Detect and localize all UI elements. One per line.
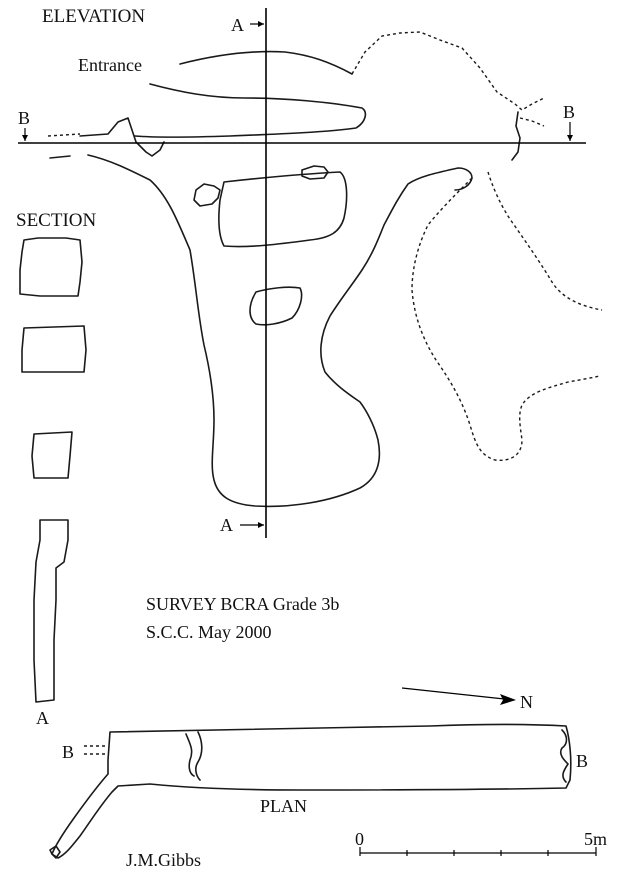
- plan-b-right-label: B: [576, 751, 588, 771]
- elevation-boulder-small: [193, 183, 221, 207]
- elevation-boulder-large: [218, 171, 348, 248]
- north-label: N: [520, 692, 533, 712]
- plan-end-detail: [559, 729, 569, 783]
- elevation-right-small-dashed: [519, 117, 545, 127]
- section-profile-2: [21, 325, 87, 373]
- section-b-left-label: B: [18, 108, 30, 128]
- section-a-top-label: A: [231, 15, 244, 35]
- north-arrowhead: [500, 694, 516, 705]
- elevation-entrance-floor: [79, 117, 165, 157]
- entrance-label: Entrance: [78, 55, 142, 75]
- plan-b-left-dashed: [84, 745, 108, 755]
- plan-entrance-scribble: [49, 845, 61, 859]
- north-arrow-line: [401, 687, 515, 701]
- elevation-right-dashed-chamber: [411, 177, 601, 461]
- elevation-title: ELEVATION: [42, 6, 145, 27]
- elevation-main-chamber-outline: [49, 154, 473, 508]
- elevation-entrance-passage: [134, 83, 367, 138]
- elevation-upper-dashed: [351, 31, 545, 111]
- section-profile-1: [19, 237, 83, 297]
- section-b-right-label: B: [563, 102, 575, 122]
- scale-start-label: 0: [355, 829, 364, 849]
- plan-title: PLAN: [260, 796, 307, 816]
- section-profile-a: [33, 519, 69, 703]
- plan-b-left-label: B: [62, 742, 74, 762]
- plan-outline: [51, 723, 572, 859]
- survey-grade: SURVEY BCRA Grade 3b: [146, 594, 339, 614]
- scale-end-label: 5m: [584, 829, 607, 849]
- plan-constriction: [185, 731, 203, 781]
- elevation-boulder-top: [301, 165, 329, 180]
- elevation-right-dashed-upper: [487, 171, 603, 311]
- section-b-left-arrowhead: [22, 135, 28, 141]
- section-b-right-arrowhead: [567, 135, 573, 141]
- section-profile-3: [31, 431, 73, 479]
- section-a-bottom-label: A: [220, 515, 233, 535]
- survey-club-date: S.C.C. May 2000: [146, 622, 272, 642]
- elevation-right-wall: [511, 111, 521, 161]
- section-a-label: A: [36, 708, 49, 728]
- elevation-boulder-mid: [249, 286, 303, 326]
- section-a-top-arrowhead: [258, 21, 264, 27]
- author-credit: J.M.Gibbs: [126, 850, 201, 870]
- elevation-upper-outline: [179, 50, 353, 75]
- section-a-bottom-arrowhead: [258, 522, 264, 528]
- section-title: SECTION: [16, 210, 97, 231]
- elevation-left-dashed: [47, 133, 81, 137]
